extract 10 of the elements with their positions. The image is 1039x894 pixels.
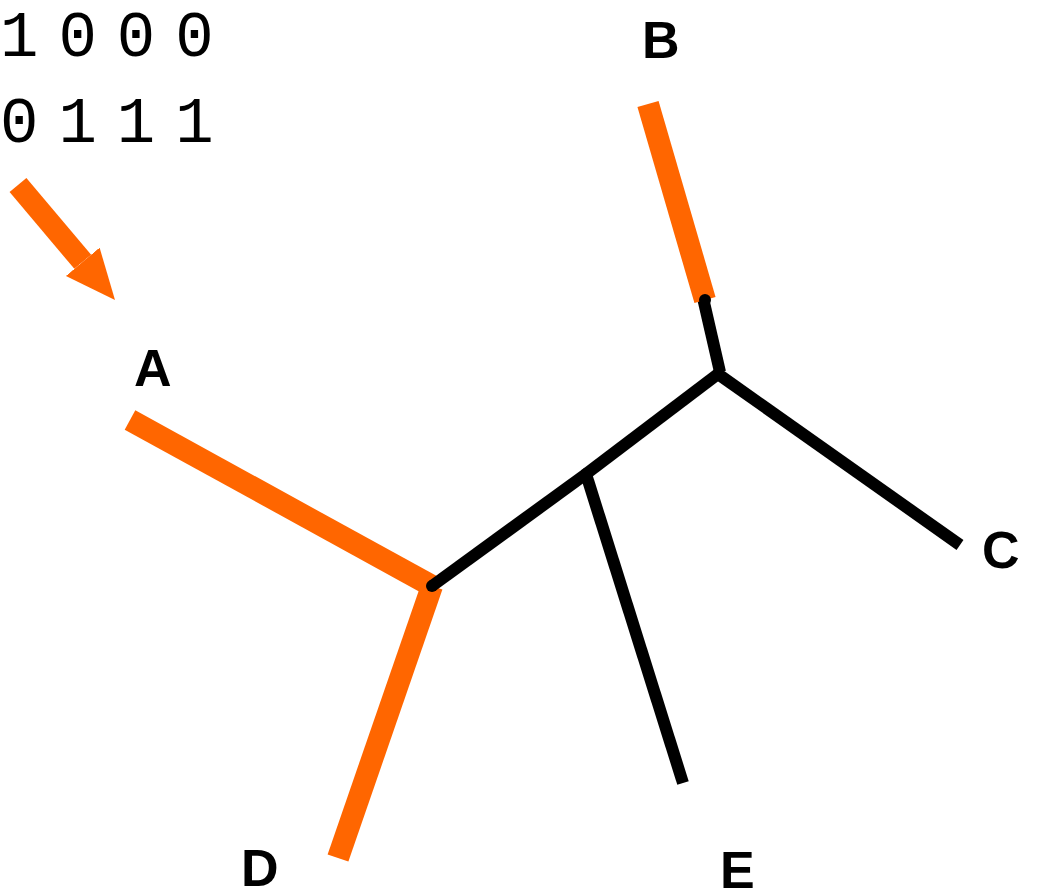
taxon-label: B [642,14,680,66]
tree-branch [637,100,716,304]
taxon-label: C [982,524,1020,576]
taxon-label: A [134,342,172,394]
taxon-label: E [720,844,755,894]
taxon-label: D [241,842,279,894]
binary-code: 0111 [0,88,234,163]
binary-code: 1000 [0,2,234,77]
arrow [9,177,115,300]
tree-branch [714,369,964,550]
